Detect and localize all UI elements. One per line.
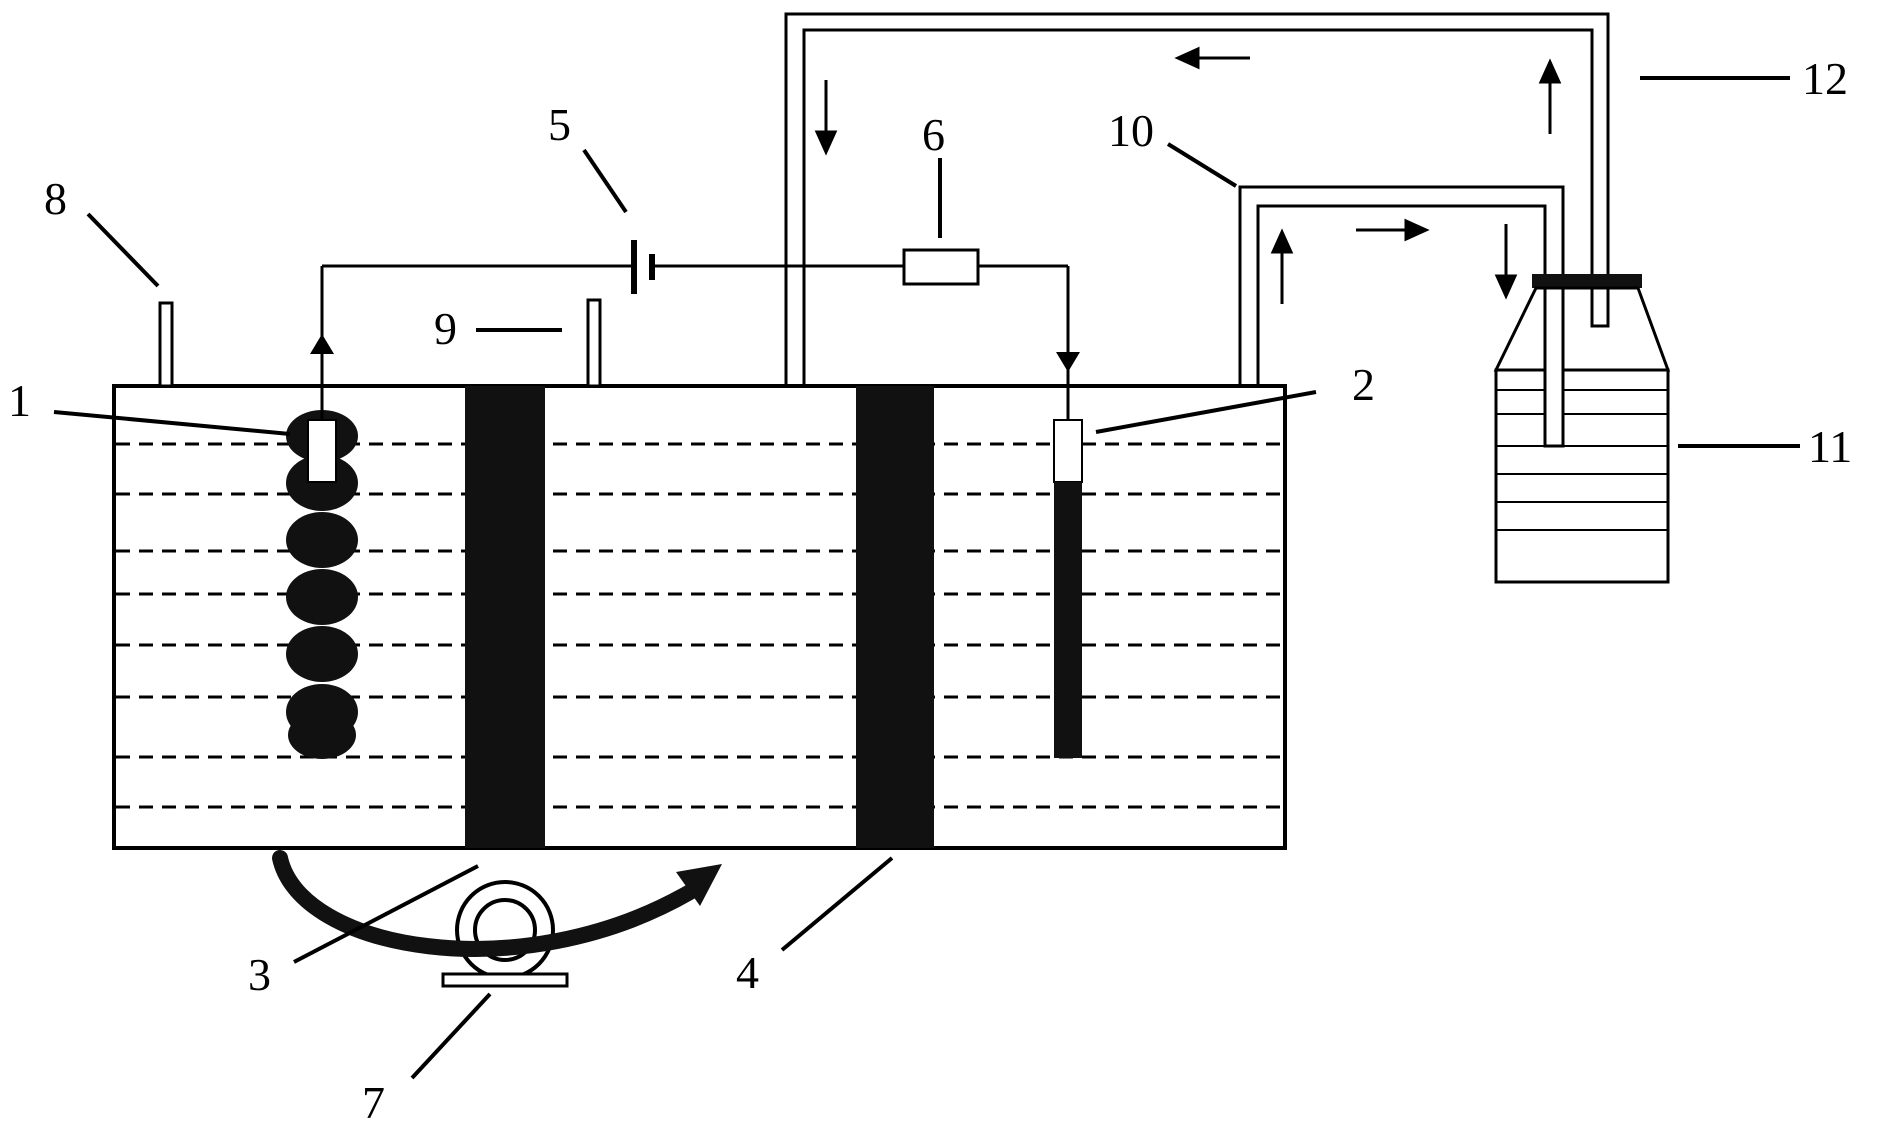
membrane-4 xyxy=(856,386,934,848)
return-tube-12 xyxy=(784,12,1610,386)
circulation-pump-7 xyxy=(441,880,569,988)
label-3: 3 xyxy=(248,949,271,1000)
label-10: 10 xyxy=(1108,105,1154,156)
resistor-6 xyxy=(902,248,980,286)
flow-arrows xyxy=(814,46,1562,304)
label-1: 1 xyxy=(8,375,31,426)
membrane-3 xyxy=(465,386,545,848)
label-11: 11 xyxy=(1808,421,1852,472)
leader-lines xyxy=(53,76,1800,1080)
label-12: 12 xyxy=(1802,53,1848,104)
power-source-5 xyxy=(631,240,655,294)
current-arrow-down-icon xyxy=(1056,352,1080,372)
current-arrow-up-icon xyxy=(310,334,334,354)
label-8: 8 xyxy=(44,173,67,224)
liquid-dashed-lines xyxy=(116,442,1283,809)
label-7: 7 xyxy=(362,1077,385,1128)
label-9: 9 xyxy=(434,303,457,354)
cathode-electrode-2 xyxy=(1053,419,1083,758)
reactor-tank xyxy=(112,384,1287,850)
circulation-arrow-icon xyxy=(272,850,722,957)
label-6: 6 xyxy=(922,109,945,160)
port-9 xyxy=(586,298,602,388)
label-5: 5 xyxy=(548,99,571,150)
port-8 xyxy=(158,301,174,388)
label-2: 2 xyxy=(1352,359,1375,410)
label-4: 4 xyxy=(736,947,759,998)
anode-electrode-1 xyxy=(286,410,358,759)
collection-bottle-11 xyxy=(1493,274,1671,584)
